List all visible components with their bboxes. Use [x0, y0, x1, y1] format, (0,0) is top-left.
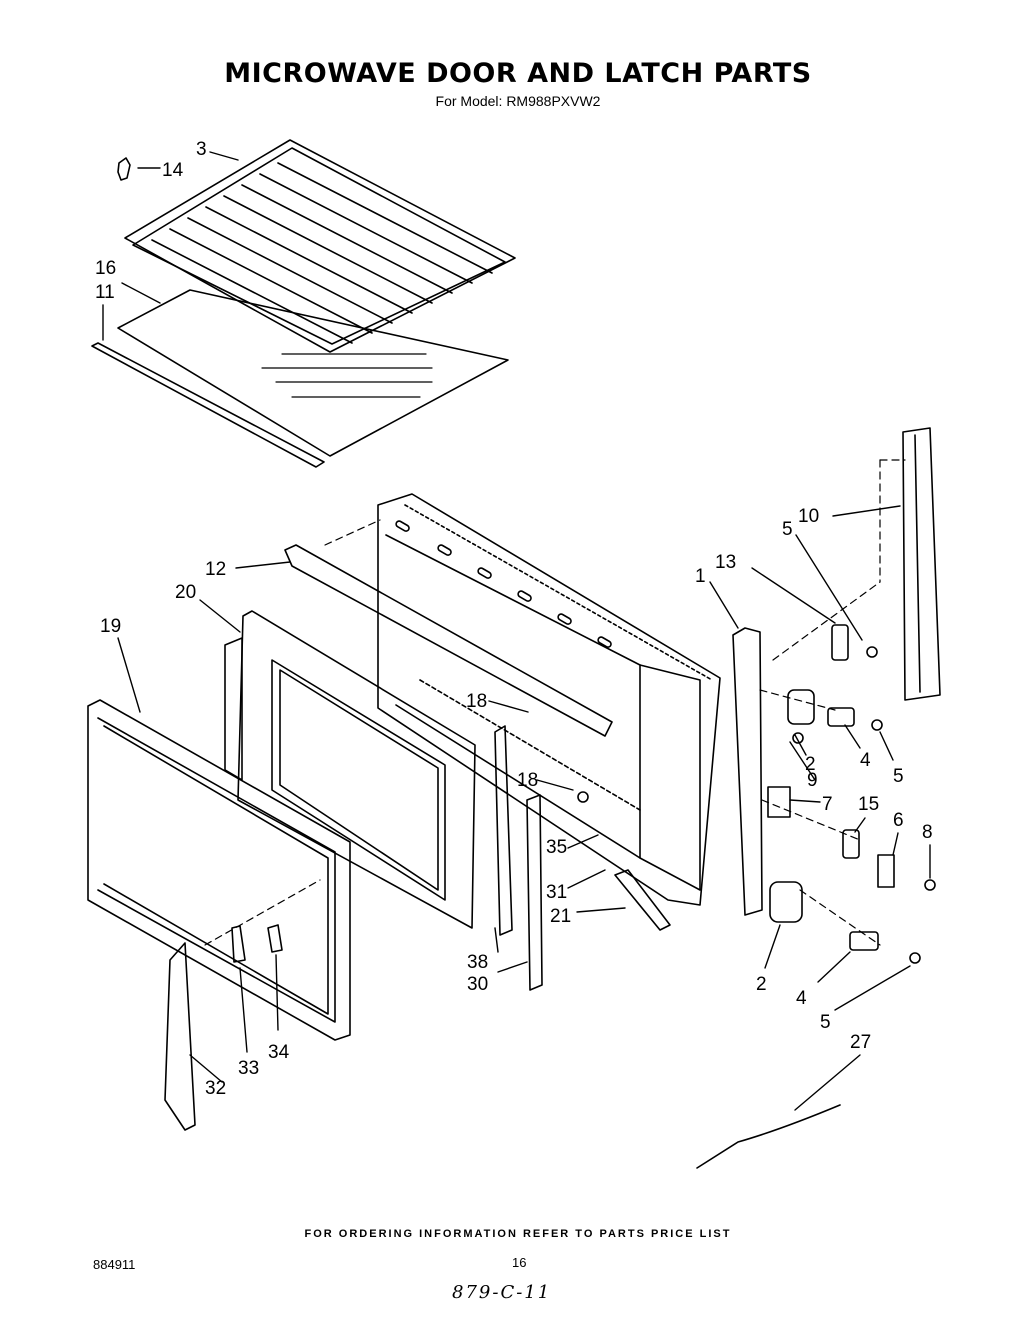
- handwritten-note: 879-C-11: [452, 1282, 552, 1303]
- callout-35: 35: [546, 837, 567, 858]
- ordering-info-note: FOR ORDERING INFORMATION REFER TO PARTS …: [304, 1228, 732, 1240]
- model-subtitle: For Model: RM988PXVW2: [435, 93, 601, 109]
- glass-shelf-part: [117, 289, 509, 457]
- screw-8: [924, 879, 936, 891]
- spring-part: [267, 924, 283, 953]
- callout-11: 11: [95, 282, 115, 303]
- callout-18b: 18: [517, 770, 538, 791]
- callout-16: 16: [95, 258, 116, 279]
- wire-rack-part: [124, 139, 516, 353]
- callout-15: 15: [858, 794, 879, 815]
- document-id: 884911: [93, 1257, 136, 1272]
- callout-21: 21: [550, 906, 571, 927]
- callout-5b: 5: [893, 766, 904, 787]
- top-trim-part: [284, 544, 613, 737]
- actuator-part-2b: [769, 881, 803, 923]
- screw-5a: [866, 646, 878, 658]
- page-title: MICROWAVE DOOR AND LATCH PARTS: [224, 58, 812, 89]
- switch-part-4b: [849, 931, 879, 951]
- page-number: 16: [512, 1255, 527, 1270]
- callout-labels: 3 14 16 11 12 20 19 18 18 35 31 21 38 30…: [95, 139, 933, 1099]
- screw-9: [792, 732, 804, 744]
- latch-plate-part: [732, 627, 763, 916]
- callout-6: 6: [893, 810, 904, 831]
- callout-12: 12: [205, 559, 226, 580]
- callout-38: 38: [467, 952, 488, 973]
- callout-8: 8: [922, 822, 933, 843]
- latch-bar-part: [526, 794, 543, 991]
- door-frame-part: [87, 699, 351, 1041]
- callout-2a: 2: [805, 754, 816, 775]
- callout-20: 20: [175, 582, 196, 603]
- latch-lever-part: [164, 942, 196, 1131]
- callout-1: 1: [695, 566, 706, 587]
- trim-strip-part: [91, 342, 325, 468]
- screw-5b: [871, 719, 883, 731]
- choke-strip-part: [494, 725, 513, 936]
- actuator-part-6: [877, 854, 895, 888]
- callout-4b: 4: [796, 988, 807, 1009]
- switch-part-4a: [827, 707, 855, 727]
- actuator-part-2a: [787, 689, 815, 725]
- callout-34: 34: [268, 1042, 290, 1063]
- callout-33: 33: [238, 1058, 259, 1079]
- latch-hook-part: [231, 925, 246, 963]
- callout-10: 10: [798, 506, 819, 527]
- switch-part-13: [831, 624, 849, 661]
- callout-3: 3: [196, 139, 207, 160]
- callout-14: 14: [162, 160, 184, 181]
- callout-13: 13: [715, 552, 736, 573]
- screw-5c: [909, 952, 921, 964]
- oven-cavity-frame: [377, 493, 721, 906]
- callout-30: 30: [467, 974, 488, 995]
- callout-32: 32: [205, 1078, 226, 1099]
- callout-9: 9: [807, 770, 818, 791]
- bracket-part: [614, 869, 671, 931]
- callout-19: 19: [100, 616, 121, 637]
- callout-4a: 4: [860, 750, 871, 771]
- switch-part-15: [842, 829, 860, 859]
- callout-5a: 5: [782, 519, 793, 540]
- clip-part: [117, 157, 131, 181]
- callout-31: 31: [546, 882, 567, 903]
- inner-door-panel: [224, 610, 476, 929]
- callout-27: 27: [850, 1032, 871, 1053]
- callout-5c: 5: [820, 1012, 831, 1033]
- callout-7: 7: [822, 794, 833, 815]
- side-channel-part: [902, 427, 941, 701]
- screw-18: [577, 791, 589, 803]
- callout-18a: 18: [466, 691, 487, 712]
- bracket-part-7: [767, 786, 791, 818]
- callout-2b: 2: [756, 974, 767, 995]
- sensor-wire-part: [696, 1104, 841, 1169]
